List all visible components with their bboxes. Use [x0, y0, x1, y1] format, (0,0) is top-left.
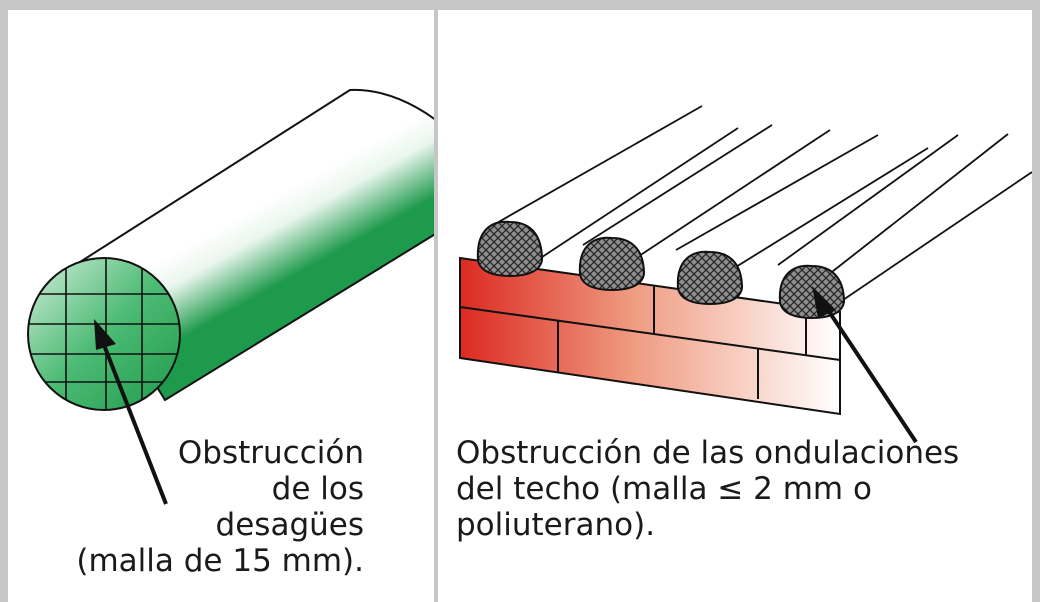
- caption-line: Obstrucción de las ondulaciones: [456, 435, 960, 471]
- caption-line: Obstrucción: [177, 435, 364, 471]
- drain-caption: Obstrucción de los desagües (malla de 15…: [76, 435, 364, 579]
- caption-line: (malla de 15 mm).: [76, 543, 364, 579]
- roof-illustration: [459, 105, 1032, 444]
- roof-corrugations: [487, 105, 1032, 301]
- caption-line: del techo (malla ≤ 2 mm o: [456, 471, 872, 507]
- mesh-plug: [676, 250, 744, 306]
- drain-pipe-panel: Obstrucción de los desagües (malla de 15…: [8, 10, 434, 602]
- roof-caption: Obstrucción de las ondulaciones del tech…: [456, 435, 959, 543]
- arrow-icon: [94, 319, 168, 505]
- mesh-plug: [476, 220, 544, 278]
- arrow-icon: [812, 286, 918, 444]
- caption-line: desagües: [215, 507, 364, 543]
- caption-line: de los: [271, 471, 364, 507]
- caption-line: poliuterano).: [456, 507, 656, 543]
- mesh-plug: [578, 236, 646, 292]
- drain-pipe-illustration: [27, 88, 434, 505]
- roof-panel: Obstrucción de las ondulaciones del tech…: [438, 10, 1032, 602]
